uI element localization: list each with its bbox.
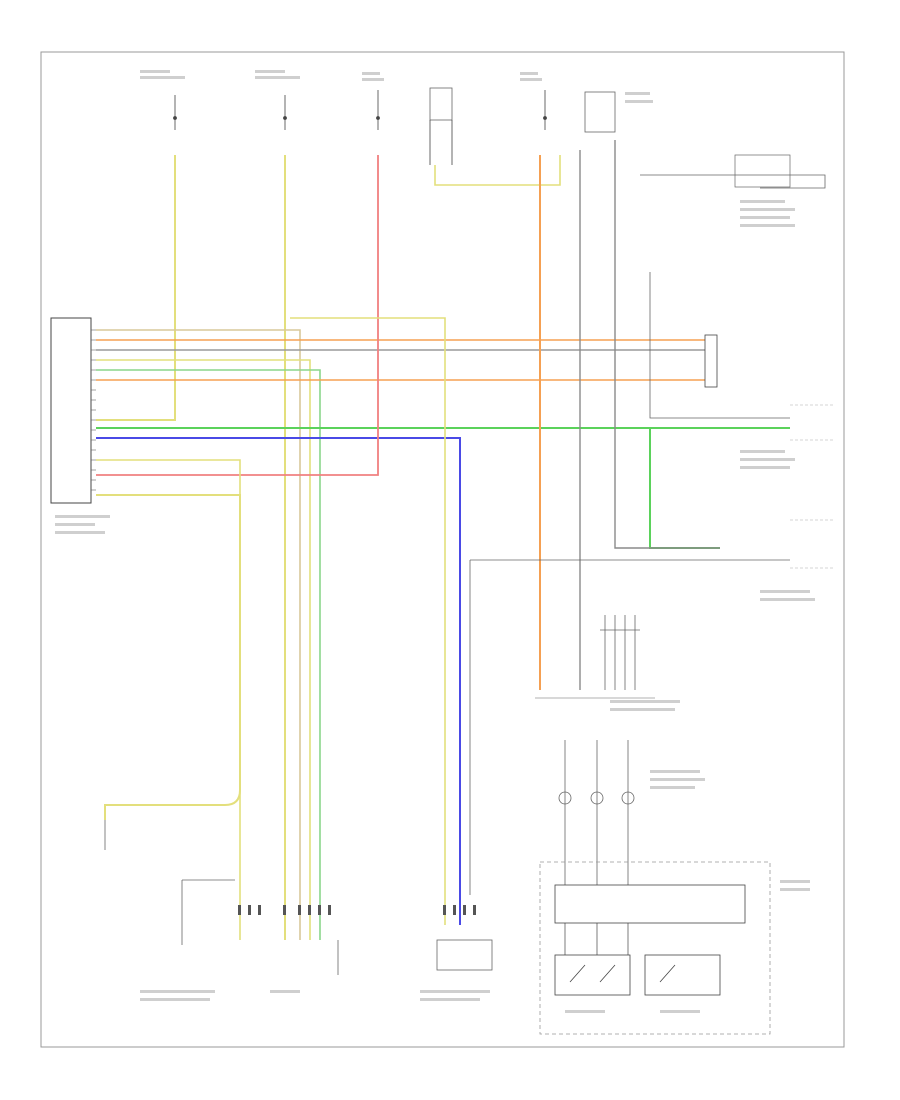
- connector-pins-brake: [238, 905, 261, 915]
- wire-black-1: [640, 174, 826, 189]
- connector-pins-cluster: [283, 905, 331, 915]
- wire-yellow-6: [290, 317, 446, 925]
- tcm-pin-marks: [91, 329, 96, 491]
- trs-connector: [436, 905, 493, 971]
- wire-green-1: [96, 369, 321, 940]
- wire-yellow-7: [434, 155, 561, 186]
- engine-control-module-connector: [734, 154, 791, 188]
- wire-yellow-5: [96, 494, 241, 820]
- wire-blue-1: [96, 437, 461, 925]
- fuse-box-4: [429, 87, 453, 121]
- wire-yellow-4: [96, 459, 241, 940]
- wire-yellow-1: [96, 155, 176, 421]
- wire-black-2: [649, 272, 790, 419]
- fuse-stub-3: [376, 90, 380, 130]
- fuse-stub-2: [283, 95, 287, 130]
- diagram-border: [40, 51, 845, 1048]
- shift-lock-fuses: [600, 615, 640, 690]
- ecm-connector-2: [790, 404, 835, 441]
- brake-switch-ground: [181, 879, 235, 945]
- ecm-connector-3: [790, 519, 835, 569]
- wire-tan-1: [96, 329, 301, 940]
- illegible-labels: [55, 70, 815, 1013]
- wire-green-2: [96, 427, 720, 549]
- indicator-bulbs: [558, 740, 635, 885]
- transmission-control-module-connector: [50, 317, 92, 504]
- fuse-stub-1: [173, 95, 177, 130]
- diagnostic-link-connector: [704, 334, 718, 388]
- mode-select-switch-assembly: [539, 861, 771, 1035]
- wire-yellow-3: [96, 359, 311, 940]
- fuse-box-6: [584, 91, 616, 133]
- wire-gray-3: [614, 140, 720, 549]
- fuse-stub-5: [543, 90, 547, 130]
- wire-red-1: [96, 155, 379, 476]
